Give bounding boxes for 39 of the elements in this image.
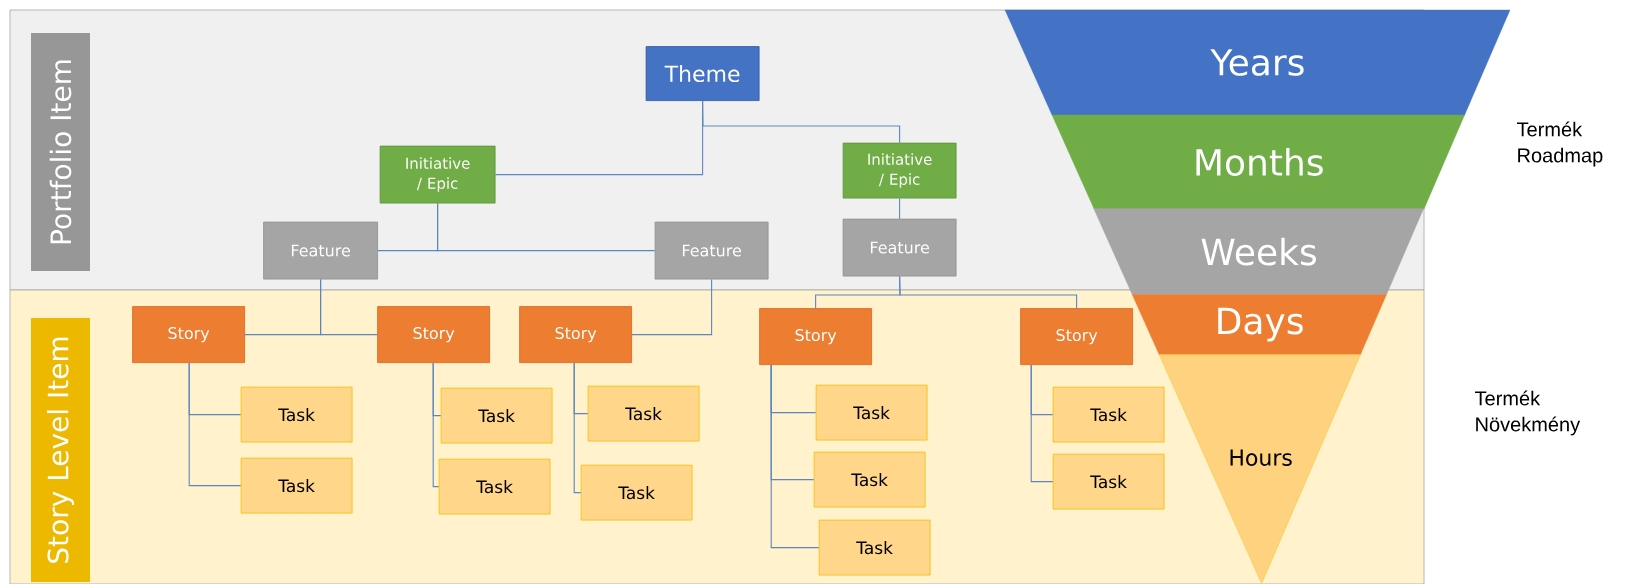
side-label: Termék Roadmap xyxy=(1517,121,1603,167)
connector xyxy=(188,362,242,487)
task-box: Task xyxy=(438,458,551,515)
task-box: Task xyxy=(240,386,353,443)
story-box: Story xyxy=(759,308,872,365)
initiative-box: Initiative / Epic xyxy=(379,145,496,204)
feature-box: Feature xyxy=(263,221,378,280)
task-box: Task xyxy=(818,519,931,576)
funnel-segment: Months xyxy=(1051,114,1465,210)
connector xyxy=(320,278,378,336)
task-box: Task xyxy=(440,387,553,444)
connector xyxy=(899,275,1078,309)
initiative-box: Initiative / Epic xyxy=(842,142,957,199)
story-box: Story xyxy=(132,306,245,363)
task-box: Task xyxy=(240,457,353,514)
connector xyxy=(432,362,440,488)
story-box: Story xyxy=(1020,308,1133,365)
funnel-segment: Years xyxy=(1004,9,1511,116)
funnel-segment: Hours xyxy=(1158,354,1361,584)
connector xyxy=(631,278,713,336)
task-box: Task xyxy=(587,385,700,442)
connector xyxy=(702,100,901,144)
story-box: Story xyxy=(519,306,632,363)
connector xyxy=(770,364,820,549)
side-label: Termék Növekmény xyxy=(1475,390,1581,436)
feature-box: Feature xyxy=(654,221,769,280)
task-box: Task xyxy=(1052,453,1165,510)
task-box: Task xyxy=(1052,386,1165,443)
task-box: Task xyxy=(813,451,926,508)
connector xyxy=(899,197,901,220)
connector xyxy=(437,202,656,252)
connector xyxy=(1030,364,1054,483)
story-box: Story xyxy=(377,306,490,363)
funnel-segment: Weeks xyxy=(1093,208,1424,295)
connector xyxy=(573,362,582,494)
theme-box: Theme xyxy=(645,46,760,101)
task-box: Task xyxy=(580,464,693,521)
task-box: Task xyxy=(815,384,928,441)
feature-box: Feature xyxy=(842,218,957,277)
